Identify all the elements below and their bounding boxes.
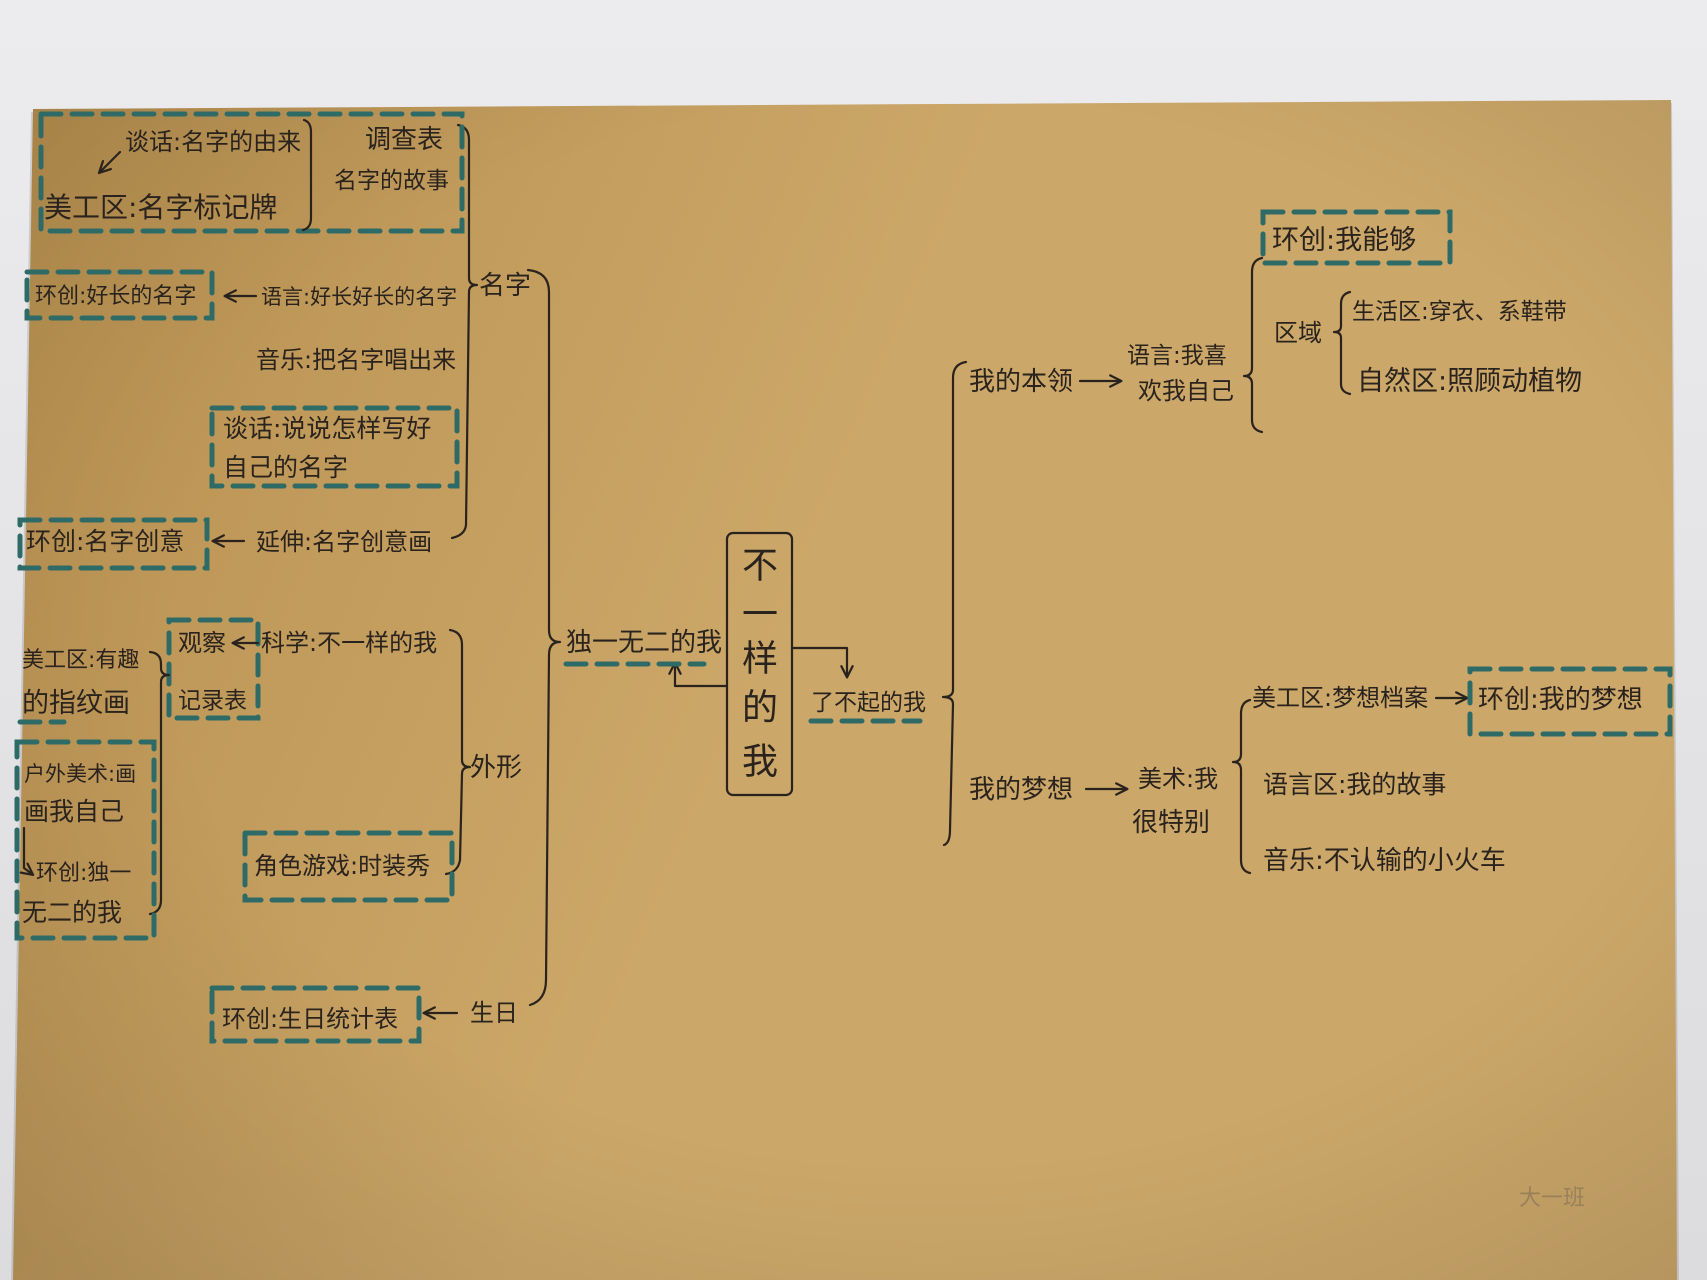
observe-line-2: 记录表 (178, 688, 247, 714)
skills-language-line-2: 欢我自己 (1138, 377, 1234, 405)
node-appearance: 外形 (470, 753, 522, 783)
env-my-dream: 环创:我的梦想 (1478, 685, 1643, 715)
arrow-to-left-branch (668, 661, 729, 688)
lang-long-name: 语言:好长好长的名字 (261, 285, 457, 309)
node-my-dreams: 我的梦想 (969, 775, 1073, 805)
env-i-can: 环创:我能够 (1272, 225, 1416, 256)
nature-area: 自然区:照顾动植物 (1357, 366, 1582, 397)
right-main-bracket (941, 360, 968, 847)
left-main-bracket (526, 268, 562, 1007)
observe-dashed-box (166, 617, 261, 721)
skills-bracket (1242, 256, 1264, 434)
env-creative-dashed-box (17, 517, 210, 571)
node-area: 区域 (1274, 319, 1322, 347)
env-unique-line-2: 无二的我 (22, 898, 122, 927)
talk-write-line-2: 自己的名字 (223, 453, 348, 482)
name-bracket (450, 123, 479, 540)
survey-subtitle: 名字的故事 (334, 168, 449, 194)
art-name-tag: 美工区:名字标记牌 (44, 191, 277, 224)
area-bracket (1332, 290, 1352, 396)
lang-area-my-story: 语言区:我的故事 (1263, 770, 1446, 799)
role-play-dashed-box (242, 830, 455, 903)
observe-line-1: 观察 (178, 629, 226, 657)
talk-name-origin: 谈话:名字的由来 (125, 128, 301, 156)
science-different-me: 科学:不一样的我 (261, 629, 437, 657)
env-long-name-dashed-box (24, 269, 215, 321)
arrow-origin-to-tag (97, 150, 122, 175)
music-little-train: 音乐:不认输的小火车 (1263, 846, 1506, 876)
env-dream-dashed-box (1467, 666, 1673, 737)
arrow-to-right-branch (790, 646, 854, 679)
center-char-4: 的 (742, 688, 778, 729)
paper-vignette (13, 100, 1677, 1280)
center-char-5: 我 (742, 742, 778, 783)
name-story-dashed-box (38, 111, 465, 234)
birthday-chart-dashed-box (209, 985, 422, 1044)
env-unique-line-1: 环创:独一 (36, 861, 131, 886)
node-name: 名字 (479, 271, 531, 301)
node-birthday: 生日 (470, 999, 518, 1027)
ext-creative-drawing: 延伸:名字创意画 (256, 528, 432, 556)
node-my-skills: 我的本领 (969, 367, 1073, 397)
center-node: 不 一 样 的 我 (725, 531, 794, 797)
env-long-name: 环创:好长的名字 (35, 284, 196, 309)
appearance-bracket (444, 628, 472, 876)
center-node-box (725, 531, 794, 797)
fingerprint-line-1: 美工区:有趣 (22, 648, 139, 673)
outdoor-line-1: 户外美术:画 (24, 762, 136, 786)
fingerprint-line-2: 的指纹画 (22, 688, 130, 719)
talk-write-dashed-box (209, 405, 460, 489)
env-creative-name: 环创:名字创意 (26, 527, 184, 556)
dreams-art-line-1: 美术:我 (1138, 765, 1218, 793)
class-signature: 大一班 (1519, 1186, 1585, 1211)
survey-title: 调查表 (365, 125, 443, 155)
outdoor-line-2: 画我自己 (24, 797, 124, 826)
branch-label-amazing-me: 了不起的我 (811, 690, 926, 716)
outdoor-dashed-box (14, 739, 157, 941)
art-area-dream-file: 美工区:梦想档案 (1252, 684, 1428, 712)
arrow-outdoor-to-env (19, 826, 35, 876)
observe-bracket (148, 650, 171, 916)
center-char-2: 一 (742, 595, 778, 636)
center-char-1: 不 (742, 546, 778, 587)
talk-write-line-1: 谈话:说说怎样写好 (223, 414, 431, 443)
life-area: 生活区:穿衣、系鞋带 (1352, 299, 1567, 325)
skills-language-line-1: 语言:我喜 (1127, 343, 1227, 369)
dreams-art-line-2: 很特别 (1132, 808, 1210, 838)
story-divider-line (301, 118, 313, 232)
env-can-dashed-box (1260, 209, 1453, 266)
center-char-3: 样 (742, 639, 778, 680)
dreams-bracket (1231, 698, 1252, 875)
music-sing-name: 音乐:把名字唱出来 (256, 346, 456, 374)
branch-label-unique-me: 独一无二的我 (566, 628, 722, 658)
env-birthday-chart: 环创:生日统计表 (222, 1005, 398, 1033)
role-play-fashion-show: 角色游戏:时装秀 (254, 852, 430, 880)
